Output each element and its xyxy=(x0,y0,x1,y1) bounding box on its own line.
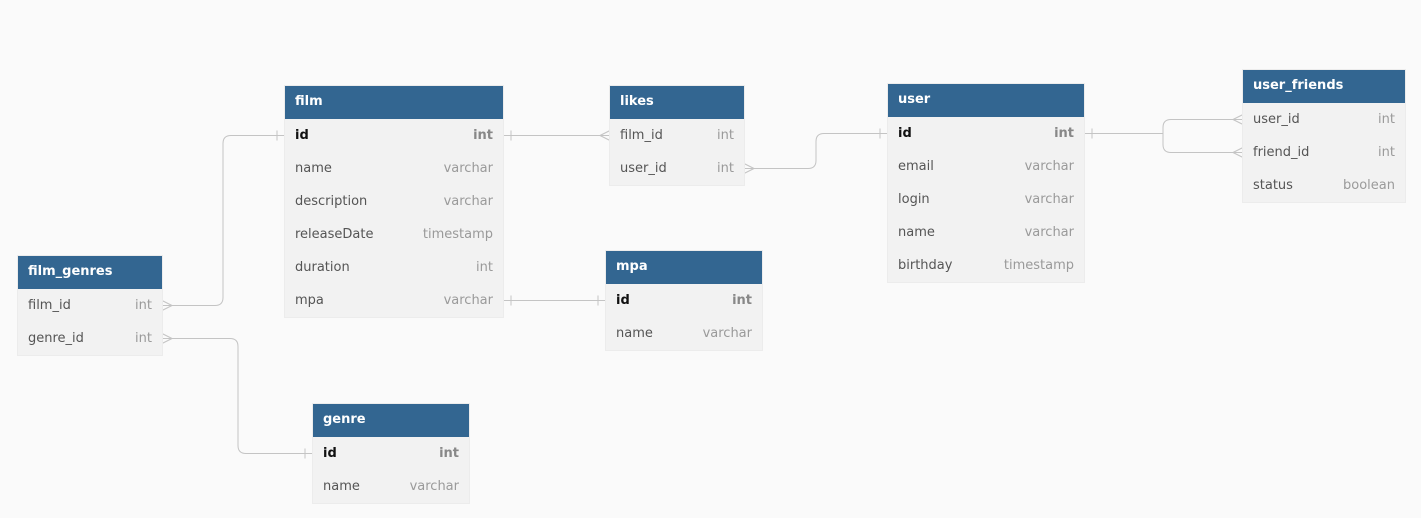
link-user-friends-friend-id xyxy=(1162,133,1243,153)
column-name: id xyxy=(323,446,337,461)
table-header[interactable]: mpa xyxy=(606,251,762,284)
table-header[interactable]: genre xyxy=(313,404,469,437)
column-type: int xyxy=(717,161,734,176)
table-row[interactable]: releaseDate timestamp xyxy=(285,218,503,251)
column-name: name xyxy=(898,225,935,240)
column-type: int xyxy=(135,331,152,346)
link-film-genres-film xyxy=(162,135,285,306)
table-row[interactable]: name varchar xyxy=(606,317,762,350)
column-type: varchar xyxy=(1024,159,1074,174)
table-row[interactable]: id int xyxy=(285,119,503,152)
table-row[interactable]: film_id int xyxy=(610,119,744,152)
column-name: friend_id xyxy=(1253,145,1310,160)
column-type: varchar xyxy=(1024,192,1074,207)
table-row[interactable]: id int xyxy=(606,284,762,317)
column-name: birthday xyxy=(898,258,953,273)
column-type: int xyxy=(1378,145,1395,160)
column-name: name xyxy=(323,479,360,494)
column-type: int xyxy=(473,128,493,143)
column-name: id xyxy=(295,128,309,143)
table-row[interactable]: duration int xyxy=(285,251,503,284)
column-name: id xyxy=(616,293,630,308)
column-type: int xyxy=(135,298,152,313)
link-user-friends-user-id xyxy=(1162,119,1243,134)
table-user[interactable]: user id int email varchar login varchar name var… xyxy=(888,84,1084,282)
column-name: email xyxy=(898,159,934,174)
column-type: varchar xyxy=(443,194,493,209)
table-row[interactable]: name varchar xyxy=(313,470,469,503)
column-type: int xyxy=(717,128,734,143)
column-type: varchar xyxy=(443,293,493,308)
table-row[interactable]: description varchar xyxy=(285,185,503,218)
table-row[interactable]: id int xyxy=(888,117,1084,150)
column-name: genre_id xyxy=(28,331,84,346)
column-type: timestamp xyxy=(422,227,493,242)
column-name: user_id xyxy=(620,161,667,176)
table-row[interactable]: name varchar xyxy=(285,152,503,185)
table-row[interactable]: name varchar xyxy=(888,216,1084,249)
table-row[interactable]: film_id int xyxy=(18,289,162,322)
column-type: varchar xyxy=(702,326,752,341)
table-row[interactable]: friend_id int xyxy=(1243,136,1405,169)
column-type: varchar xyxy=(1024,225,1074,240)
cardinality-many-marker xyxy=(1232,114,1244,125)
column-type: int xyxy=(732,293,752,308)
column-type: boolean xyxy=(1343,178,1395,193)
table-header[interactable]: film_genres xyxy=(18,256,162,289)
link-likes-user xyxy=(744,133,888,169)
column-type: int xyxy=(439,446,459,461)
column-type: int xyxy=(1378,112,1395,127)
table-row[interactable]: login varchar xyxy=(888,183,1084,216)
table-header[interactable]: likes xyxy=(610,86,744,119)
column-name: releaseDate xyxy=(295,227,374,242)
column-name: mpa xyxy=(295,293,324,308)
table-row[interactable]: email varchar xyxy=(888,150,1084,183)
column-type: varchar xyxy=(409,479,459,494)
table-row[interactable]: birthday timestamp xyxy=(888,249,1084,282)
cardinality-many-marker xyxy=(161,300,173,311)
column-name: user_id xyxy=(1253,112,1300,127)
column-name: name xyxy=(295,161,332,176)
column-type: varchar xyxy=(443,161,493,176)
column-name: login xyxy=(898,192,930,207)
table-film[interactable]: film id int name varchar description varchar re… xyxy=(285,86,503,317)
cardinality-many-marker xyxy=(161,333,173,344)
cardinality-many-marker xyxy=(599,130,611,141)
cardinality-many-marker xyxy=(743,163,755,174)
column-name: name xyxy=(616,326,653,341)
table-row[interactable]: status boolean xyxy=(1243,169,1405,202)
column-name: film_id xyxy=(620,128,663,143)
table-mpa[interactable]: mpa id int name varchar xyxy=(606,251,762,350)
table-row[interactable]: user_id int xyxy=(610,152,744,185)
table-header[interactable]: user_friends xyxy=(1243,70,1405,103)
table-header[interactable]: user xyxy=(888,84,1084,117)
column-type: int xyxy=(476,260,493,275)
cardinality-many-marker xyxy=(1232,147,1244,158)
column-name: status xyxy=(1253,178,1293,193)
table-header[interactable]: film xyxy=(285,86,503,119)
table-row[interactable]: id int xyxy=(313,437,469,470)
column-name: id xyxy=(898,126,912,141)
column-type: int xyxy=(1054,126,1074,141)
link-film-genres-genre xyxy=(162,338,313,454)
table-row[interactable]: user_id int xyxy=(1243,103,1405,136)
column-type: timestamp xyxy=(1003,258,1074,273)
table-genre[interactable]: genre id int name varchar xyxy=(313,404,469,503)
column-name: description xyxy=(295,194,368,209)
column-name: duration xyxy=(295,260,350,275)
column-name: film_id xyxy=(28,298,71,313)
table-row[interactable]: mpa varchar xyxy=(285,284,503,317)
table-row[interactable]: genre_id int xyxy=(18,322,162,355)
